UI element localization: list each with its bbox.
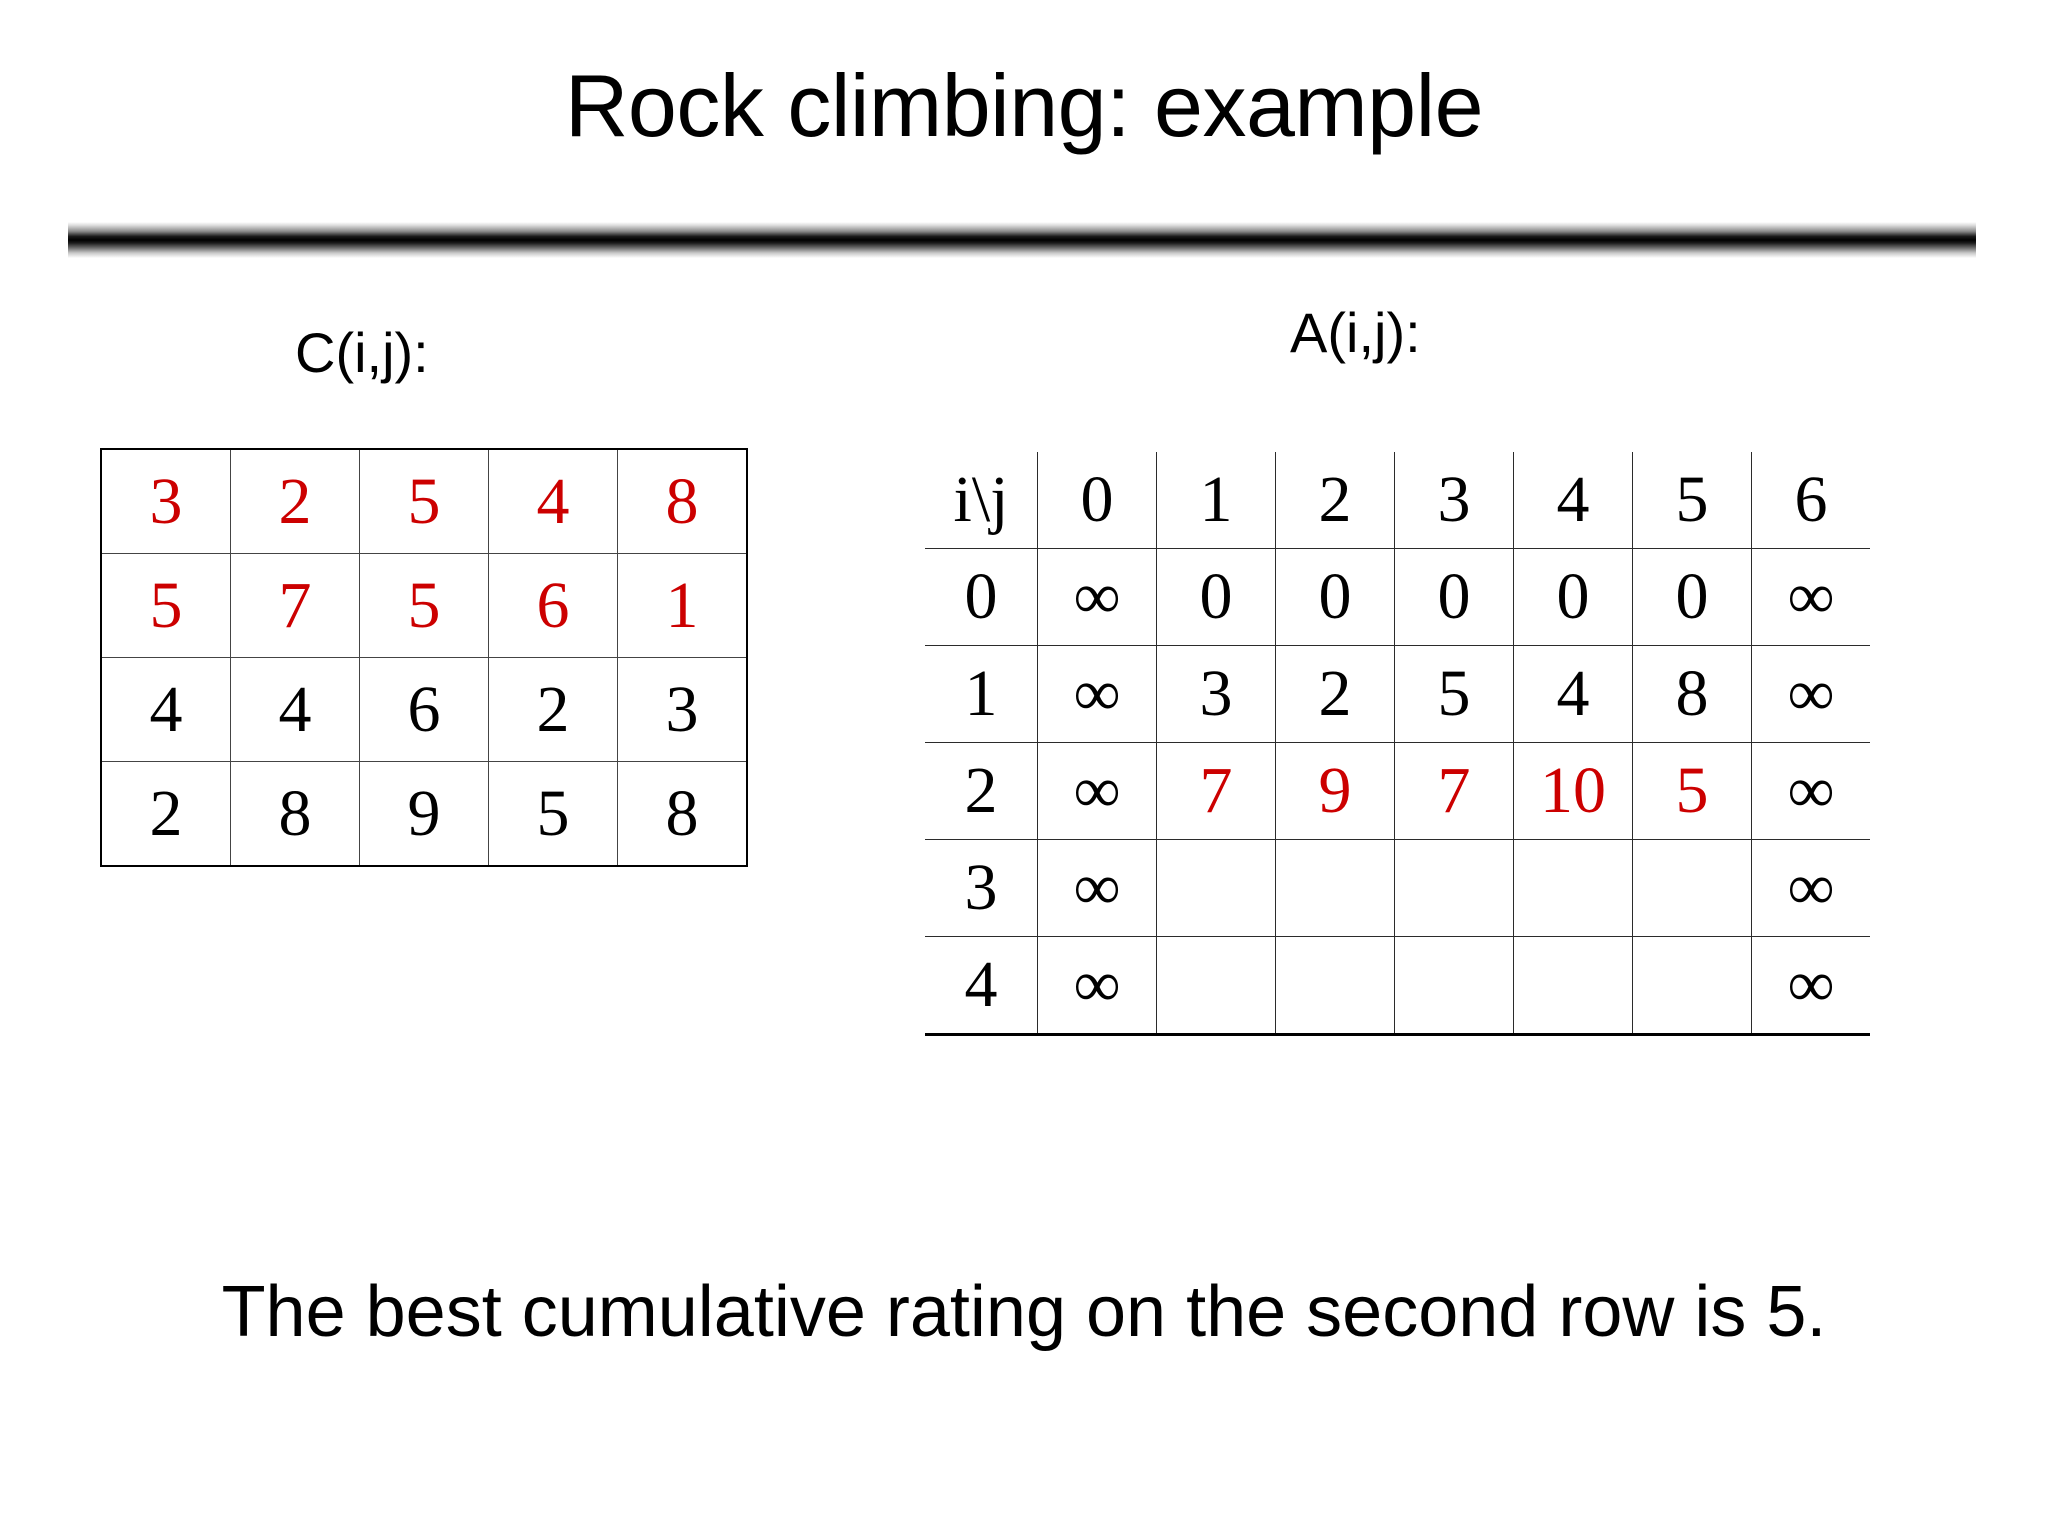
a-row-header: 1 bbox=[925, 645, 1038, 743]
c-cell: 5 bbox=[101, 553, 231, 658]
a-cell: 5 bbox=[1632, 742, 1752, 840]
c-cell: 1 bbox=[617, 553, 747, 658]
c-cell: 6 bbox=[359, 657, 489, 762]
a-column-header: 2 bbox=[1275, 452, 1395, 549]
a-cell bbox=[1513, 839, 1633, 937]
a-cell: ∞ bbox=[1751, 839, 1870, 937]
table-row: 5 7 5 6 1 bbox=[101, 553, 747, 658]
a-matrix-body: i\j 0 1 2 3 4 5 6 0 ∞ 0 0 0 0 0 ∞ 1 bbox=[925, 452, 1870, 1036]
table-row: 3 2 5 4 8 bbox=[101, 449, 747, 554]
table-row: 3 ∞ ∞ bbox=[925, 839, 1870, 937]
a-row-header: 2 bbox=[925, 742, 1038, 840]
a-cell: 0 bbox=[1632, 548, 1752, 646]
a-cell: ∞ bbox=[1751, 742, 1870, 840]
a-cell bbox=[1275, 839, 1395, 937]
a-cell: ∞ bbox=[1037, 645, 1157, 743]
a-cell: ∞ bbox=[1037, 548, 1157, 646]
c-cell: 2 bbox=[101, 761, 231, 866]
a-cell: ∞ bbox=[1037, 936, 1157, 1036]
a-matrix-table: i\j 0 1 2 3 4 5 6 0 ∞ 0 0 0 0 0 ∞ 1 bbox=[925, 452, 1870, 1036]
a-cell: ∞ bbox=[1037, 742, 1157, 840]
slide-caption: The best cumulative rating on the second… bbox=[221, 1272, 1827, 1352]
a-cell: 0 bbox=[1513, 548, 1633, 646]
a-cell: 9 bbox=[1275, 742, 1395, 840]
a-cell bbox=[1275, 936, 1395, 1036]
a-cell: 3 bbox=[1156, 645, 1276, 743]
a-cell: 10 bbox=[1513, 742, 1633, 840]
c-cell: 4 bbox=[101, 657, 231, 762]
a-row-header: 0 bbox=[925, 548, 1038, 646]
table-row: 2 ∞ 7 9 7 10 5 ∞ bbox=[925, 742, 1870, 840]
a-cell bbox=[1394, 936, 1514, 1036]
page-title: Rock climbing: example bbox=[564, 56, 1484, 155]
a-cell: 0 bbox=[1275, 548, 1395, 646]
a-cell: ∞ bbox=[1037, 839, 1157, 937]
c-cell: 7 bbox=[230, 553, 360, 658]
table-row: 0 ∞ 0 0 0 0 0 ∞ bbox=[925, 548, 1870, 646]
c-cell: 3 bbox=[617, 657, 747, 762]
a-cell: ∞ bbox=[1751, 548, 1870, 646]
a-column-header: 5 bbox=[1632, 452, 1752, 549]
a-row-header: 3 bbox=[925, 839, 1038, 937]
c-cell: 5 bbox=[488, 761, 618, 866]
a-matrix-label: A(i,j): bbox=[1290, 301, 1421, 364]
c-matrix-label: C(i,j): bbox=[295, 321, 429, 384]
a-column-header: 3 bbox=[1394, 452, 1514, 549]
a-row-header: 4 bbox=[925, 936, 1038, 1036]
a-matrix-container: i\j 0 1 2 3 4 5 6 0 ∞ 0 0 0 0 0 ∞ 1 bbox=[925, 452, 1870, 1036]
c-cell: 3 bbox=[101, 449, 231, 554]
a-column-header: 0 bbox=[1037, 452, 1157, 549]
a-cell: 0 bbox=[1156, 548, 1276, 646]
a-cell bbox=[1394, 839, 1514, 937]
c-cell: 4 bbox=[488, 449, 618, 554]
a-cell bbox=[1156, 936, 1276, 1036]
a-cell bbox=[1156, 839, 1276, 937]
a-cell: 4 bbox=[1513, 645, 1633, 743]
a-cell: 2 bbox=[1275, 645, 1395, 743]
table-row: 1 ∞ 3 2 5 4 8 ∞ bbox=[925, 645, 1870, 743]
table-row: 4 4 6 2 3 bbox=[101, 657, 747, 762]
a-cell bbox=[1632, 936, 1752, 1036]
a-cell: 8 bbox=[1632, 645, 1752, 743]
table-header-row: i\j 0 1 2 3 4 5 6 bbox=[925, 452, 1870, 549]
a-cell: ∞ bbox=[1751, 936, 1870, 1036]
c-cell: 6 bbox=[488, 553, 618, 658]
c-matrix-container: 3 2 5 4 8 5 7 5 6 1 4 4 6 2 3 2 bbox=[100, 448, 748, 867]
a-column-header: 6 bbox=[1751, 452, 1870, 549]
table-row: 2 8 9 5 8 bbox=[101, 761, 747, 866]
a-cell: 0 bbox=[1394, 548, 1514, 646]
a-cell: 7 bbox=[1156, 742, 1276, 840]
title-divider bbox=[68, 222, 1976, 258]
c-cell: 8 bbox=[617, 449, 747, 554]
c-cell: 5 bbox=[359, 449, 489, 554]
c-cell: 4 bbox=[230, 657, 360, 762]
a-column-header: 1 bbox=[1156, 452, 1276, 549]
c-cell: 8 bbox=[230, 761, 360, 866]
a-cell bbox=[1632, 839, 1752, 937]
a-cell: ∞ bbox=[1751, 645, 1870, 743]
a-corner-header: i\j bbox=[925, 452, 1038, 549]
table-row: 4 ∞ ∞ bbox=[925, 936, 1870, 1036]
a-cell bbox=[1513, 936, 1633, 1036]
c-matrix-body: 3 2 5 4 8 5 7 5 6 1 4 4 6 2 3 2 bbox=[101, 449, 747, 866]
c-cell: 5 bbox=[359, 553, 489, 658]
c-cell: 8 bbox=[617, 761, 747, 866]
c-cell: 9 bbox=[359, 761, 489, 866]
a-column-header: 4 bbox=[1513, 452, 1633, 549]
c-cell: 2 bbox=[488, 657, 618, 762]
a-cell: 7 bbox=[1394, 742, 1514, 840]
c-matrix-table: 3 2 5 4 8 5 7 5 6 1 4 4 6 2 3 2 bbox=[100, 448, 748, 867]
a-cell: 5 bbox=[1394, 645, 1514, 743]
c-cell: 2 bbox=[230, 449, 360, 554]
